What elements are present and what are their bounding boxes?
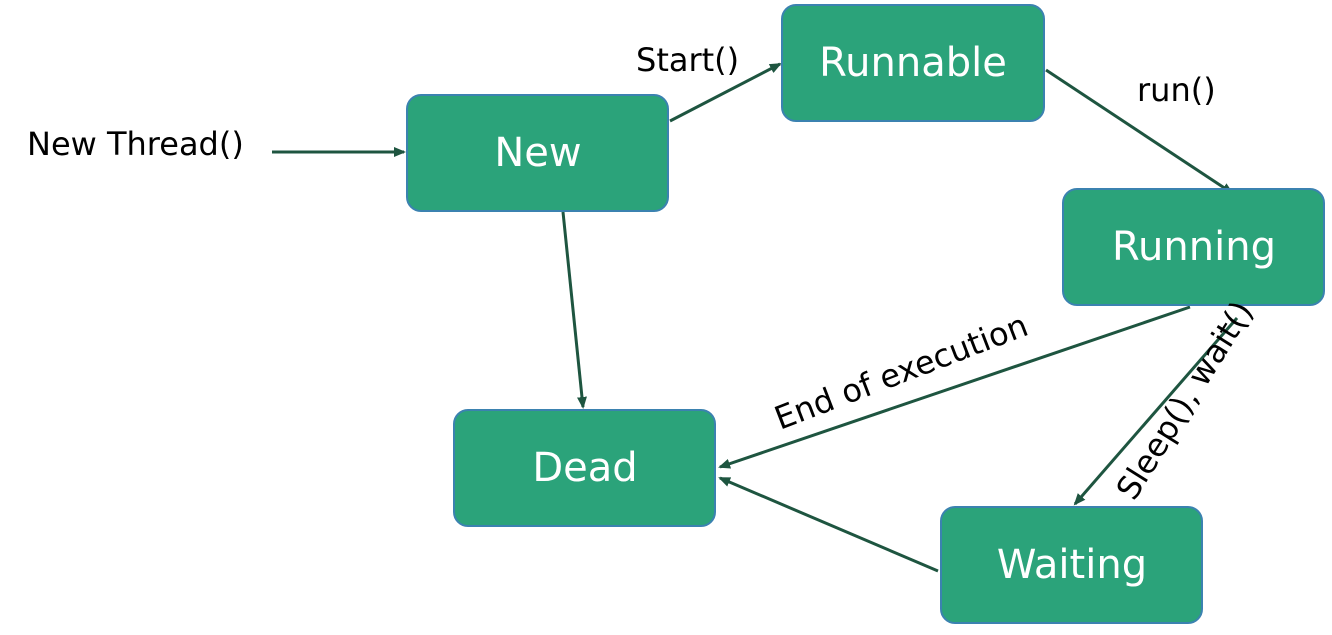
edge-new-to-runnable xyxy=(669,62,782,123)
state-runnable-label: Runnable xyxy=(819,40,1007,86)
state-dead-label: Dead xyxy=(532,445,637,491)
state-waiting-box xyxy=(940,506,1203,624)
state-dead-box xyxy=(453,409,716,527)
label-run: run() xyxy=(1137,71,1216,109)
state-running: Running xyxy=(1062,188,1325,306)
state-runnable-box xyxy=(781,4,1045,122)
state-running-label: Running xyxy=(1112,224,1276,270)
edge-waiting-to-dead xyxy=(718,476,939,573)
state-dead: Dead xyxy=(453,409,716,527)
label-new-thread: New Thread() xyxy=(27,125,244,163)
state-new-label: New xyxy=(494,130,581,176)
edge-running-to-waiting xyxy=(1073,317,1239,506)
edge-runnable-to-running xyxy=(1045,68,1234,195)
state-new-box xyxy=(406,94,669,212)
state-waiting: Waiting xyxy=(940,506,1203,624)
label-end-of-execution: End of execution xyxy=(769,306,1033,437)
edge-new-to-dead xyxy=(561,211,587,409)
edge-running-to-dead xyxy=(718,305,1191,469)
state-runnable: Runnable xyxy=(781,4,1045,122)
state-running-box xyxy=(1062,188,1325,306)
state-new: New xyxy=(406,94,669,212)
label-start: Start() xyxy=(636,41,739,79)
state-waiting-label: Waiting xyxy=(997,542,1147,588)
